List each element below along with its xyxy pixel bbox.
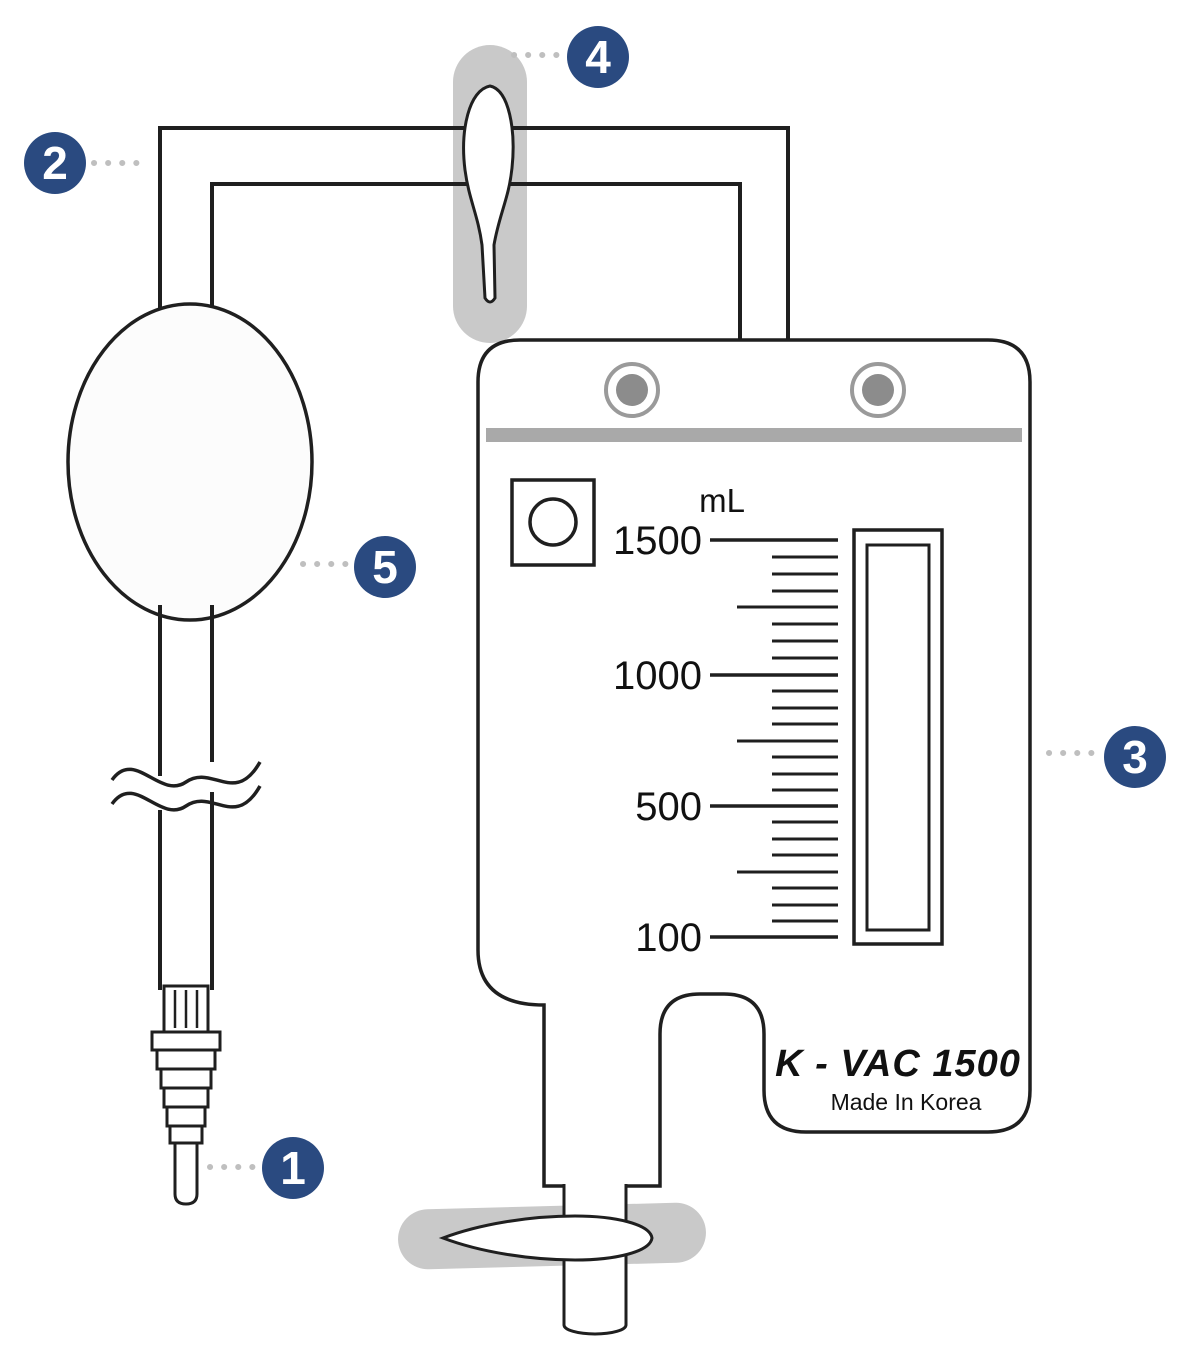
- origin-label: Made In Korea: [831, 1089, 982, 1115]
- scale-label-1000: 1000: [613, 654, 702, 698]
- hanging-grommets: [604, 362, 906, 418]
- connector-barb: [159, 1067, 213, 1090]
- callout-5: 5: [300, 536, 416, 598]
- connector-barb: [162, 1086, 210, 1109]
- callout-2-number: 2: [42, 137, 68, 189]
- callout-3-badge: [1104, 726, 1166, 788]
- connector-barb: [165, 1105, 207, 1128]
- graduation-scale: mL 1500 1000 500 100: [613, 482, 838, 960]
- tube-break-wave-bottom: [110, 785, 262, 812]
- grommet-hole: [616, 374, 648, 406]
- graduation-ticks: [710, 538, 838, 939]
- suction-bulb: [66, 302, 314, 622]
- accent-bar: [486, 428, 1022, 442]
- callout-1: 1: [207, 1137, 324, 1199]
- view-window: [852, 528, 944, 946]
- hanger-tab: [510, 478, 596, 567]
- drain-clamp-lever: [438, 1214, 654, 1262]
- connector-barb: [155, 1048, 217, 1071]
- callout-5-number: 5: [372, 541, 398, 593]
- callout-2: 2: [24, 132, 146, 194]
- hanger-hole: [528, 497, 578, 547]
- scale-label-500: 500: [635, 785, 702, 829]
- callout-2-badge: [24, 132, 86, 194]
- catheter-connector: [150, 984, 222, 1206]
- callout-4-badge: [567, 26, 629, 88]
- callout-3-number: 3: [1122, 731, 1148, 783]
- callout-4-number: 4: [585, 31, 611, 83]
- tube-break-wave-top: [110, 761, 262, 788]
- connector-barb: [168, 1124, 204, 1145]
- connector-flange: [150, 1030, 222, 1052]
- callout-1-number: 1: [280, 1142, 306, 1194]
- grommet-hole: [862, 374, 894, 406]
- callout-5-badge: [354, 536, 416, 598]
- view-window-inner: [865, 543, 931, 932]
- unit-label: mL: [699, 482, 745, 519]
- callout-4: 4: [511, 26, 629, 88]
- lower-tube: [110, 605, 262, 990]
- top-clamp-lever: [462, 84, 515, 304]
- callout-3: 3: [1046, 726, 1166, 788]
- scale-label-1500: 1500: [613, 519, 702, 563]
- model-label: K - VAC 1500: [775, 1043, 1021, 1085]
- scale-label-100: 100: [635, 916, 702, 960]
- connector-tip: [173, 1141, 199, 1206]
- callout-1-badge: [262, 1137, 324, 1199]
